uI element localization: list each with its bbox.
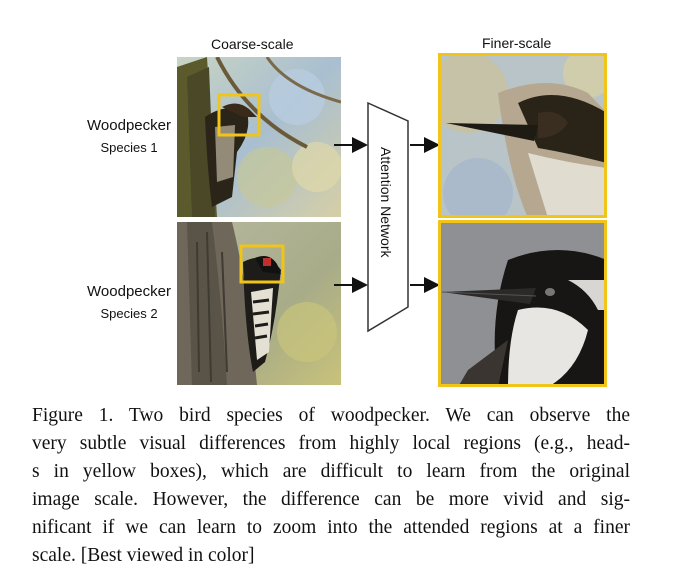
caption-line: very subtle visual differences from high… — [32, 433, 630, 454]
species-1-sub: Species 1 — [100, 140, 158, 155]
network-trapezoid — [367, 101, 409, 333]
coarse-scale-label: Coarse-scale — [211, 36, 294, 52]
species-2-name: Woodpecker — [87, 283, 171, 300]
caption-line: Figure 1. Two bird species of woodpecker… — [32, 405, 630, 426]
caption-line: s in yellow boxes), which are difficult … — [32, 461, 630, 482]
caption-line: nificant if we can learn to zoom into th… — [32, 517, 630, 538]
coarse-image-species-2 — [177, 222, 341, 385]
caption-line: scale. [Best viewed in color] — [32, 545, 255, 566]
finer-scale-label: Finer-scale — [482, 35, 552, 51]
coarse-image-species-1 — [177, 57, 341, 217]
finer-image-species-2 — [438, 220, 607, 387]
species-1-name: Woodpecker — [87, 117, 171, 134]
attention-network-label: Attention Network — [378, 147, 394, 258]
caption-line: image scale. However, the difference can… — [32, 489, 630, 510]
species-2-sub: Species 2 — [100, 306, 158, 321]
finer-image-species-1 — [438, 53, 607, 218]
figure-caption: Figure 1. Two bird species of woodpecker… — [32, 402, 630, 570]
attention-network-diagram: Attention Network — [334, 101, 440, 333]
